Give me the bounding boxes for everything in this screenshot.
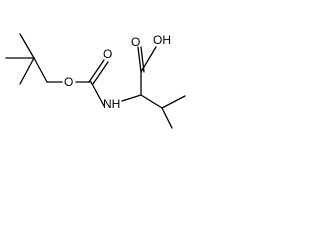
chemical-structure-diagram: OH O O O NH: [5, 33, 186, 129]
bond-carbonyl-c-to-o-b: [92, 61, 109, 85]
carbonyl-oxygen-acid-label: O: [131, 35, 140, 49]
bond-branch-c-to-methyl-top: [161, 95, 186, 109]
carboxylic-acid-group: [137, 46, 157, 96]
bond-n-to-alpha-c: [121, 94, 142, 102]
bond-branch-c-to-methyl-bottom: [161, 107, 173, 129]
carbamate-carbonyl: [88, 59, 109, 107]
bond-acid-c-to-oh: [140, 46, 157, 73]
bond-tbutyl-bottom: [19, 57, 35, 85]
nh-label: NH: [103, 97, 120, 111]
isopropyl-group: [140, 94, 186, 129]
oh-label: OH: [153, 33, 171, 47]
bond-tbutyl-top: [19, 33, 35, 59]
tert-butyl-group: [5, 33, 48, 85]
carbonyl-oxygen-carbamate-label: O: [103, 47, 112, 61]
bond-acid-c-to-o-a: [137, 46, 142, 73]
bond-carbonyl-c-to-o-a: [88, 59, 105, 83]
bond-alpha-c-to-branch-c: [140, 94, 163, 109]
amine-linkage: [121, 94, 142, 102]
bond-carbonyl-c-to-n: [90, 81, 105, 107]
bond-tbutyl-to-quaternary: [33, 57, 48, 83]
ester-oxygen-label: O: [64, 75, 73, 89]
